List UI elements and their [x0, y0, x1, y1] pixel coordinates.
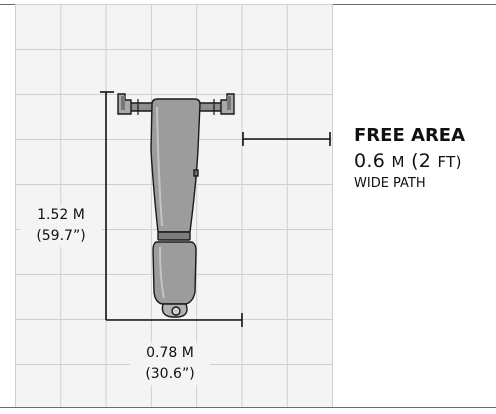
- height-label-imperial: (59.7”): [36, 228, 86, 244]
- free-area-size-paren: (2: [411, 150, 432, 172]
- equipment-top-view: [117, 93, 235, 318]
- width-label-imperial: (30.6”): [145, 366, 195, 382]
- free-area-size-unit: M: [391, 153, 405, 171]
- free-area-callout: FREE AREA 0.6 M (2 FT) WIDE PATH: [354, 124, 465, 193]
- height-label-metric: 1.52 M: [37, 207, 85, 223]
- connector: [157, 231, 191, 241]
- free-area-size: 0.6 M (2 FT): [354, 148, 465, 175]
- free-area-size-number: 0.6: [354, 150, 386, 172]
- floor-grid: [15, 4, 333, 407]
- width-label-metric: 0.78 M: [146, 345, 194, 361]
- height-dimension: [100, 91, 114, 320]
- bottom-rule: [0, 407, 496, 408]
- free-area-dimension: [242, 132, 331, 146]
- width-label: 0.78 M (30.6”): [130, 343, 210, 385]
- free-area-description: WIDE PATH: [354, 176, 426, 191]
- free-area-size-paren-unit: FT): [437, 153, 462, 171]
- width-dimension: [106, 313, 243, 327]
- seat-pad: [150, 98, 201, 233]
- free-area-title: FREE AREA: [354, 125, 466, 146]
- height-label: 1.52 M (59.7”): [20, 205, 102, 247]
